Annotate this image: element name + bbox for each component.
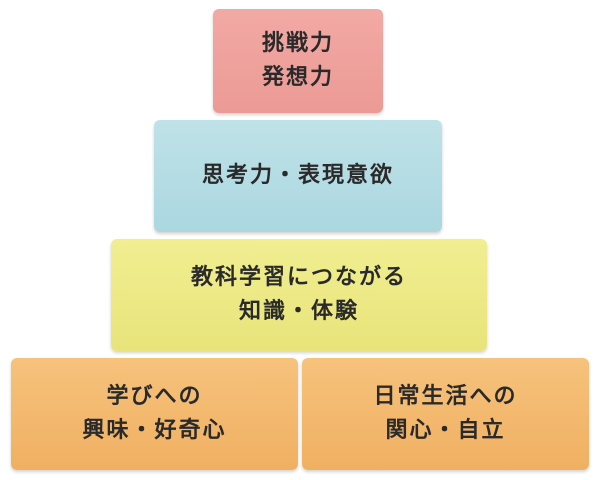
tier-bottom-left-line-1: 学びへの [106, 384, 203, 409]
pyramid-tier-bottom-left: 学びへの 興味・好奇心 [11, 358, 298, 470]
tier-top-line-2: 発想力 [261, 65, 334, 90]
tier-bottom-right-line-1: 日常生活への [373, 384, 518, 409]
tier-third-line-2: 知識・体験 [238, 299, 359, 324]
pyramid-tier-third: 教科学習につながる 知識・体験 [111, 239, 487, 351]
tier-third-line-1: 教科学習につながる [190, 265, 407, 290]
tier-second-line-1: 思考力・表現意欲 [201, 163, 394, 188]
pyramid-tier-bottom-right: 日常生活への 関心・自立 [302, 358, 589, 470]
tier-top-line-1: 挑戦力 [261, 31, 334, 56]
pyramid-tier-second: 思考力・表現意欲 [154, 120, 442, 232]
tier-bottom-left-line-2: 興味・好奇心 [82, 418, 227, 443]
tier-bottom-right-line-2: 関心・自立 [385, 418, 506, 443]
pyramid-tier-top: 挑戦力 発想力 [213, 9, 383, 113]
